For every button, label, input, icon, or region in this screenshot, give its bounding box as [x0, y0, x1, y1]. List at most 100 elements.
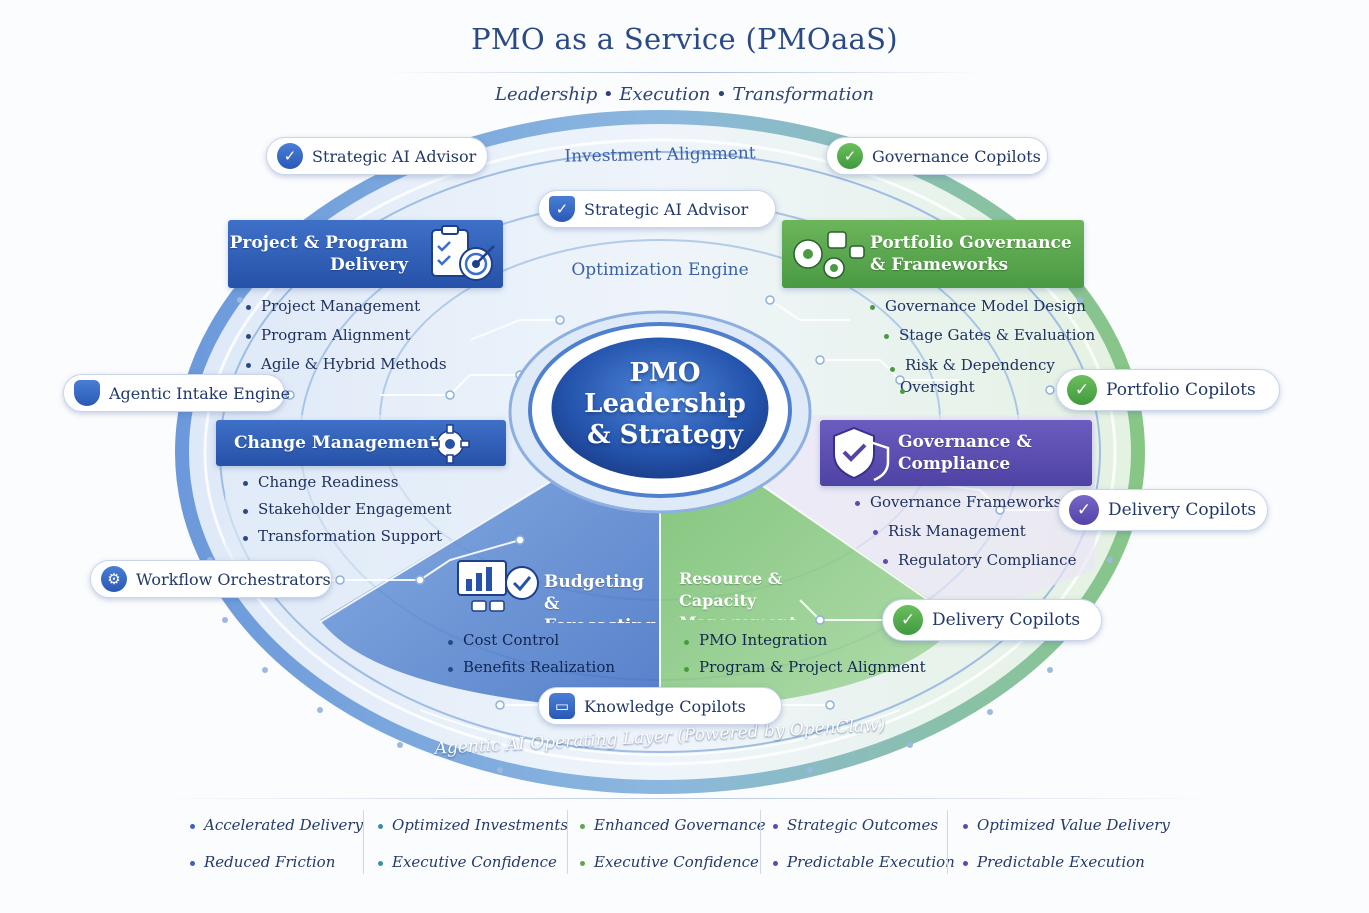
panel-title-line-2: Capacity Management	[679, 591, 797, 620]
outcome-column: Optimized Value Delivery Predictable Exe…	[963, 810, 1193, 882]
pill-label: Strategic AI Advisor	[312, 146, 477, 166]
panel-title-line-2: Delivery	[329, 255, 408, 275]
list-item: Stage Gates & Evaluation	[884, 321, 1095, 350]
list-change: Change Readiness Stakeholder Engagement …	[243, 468, 452, 549]
panel-title-line-2: Compliance	[898, 454, 1011, 474]
list-item: Change Readiness	[243, 468, 452, 496]
list-item: Risk Management	[873, 517, 1076, 546]
pill-label: Knowledge Copilots	[584, 696, 746, 716]
ring-label-investment-alignment: Investment Alignment	[564, 143, 756, 167]
center-pmo-leadership: PMO Leadership & Strategy	[555, 358, 775, 451]
panel-budgeting-forecasting: Budgeting & Forecasting	[448, 555, 658, 623]
list-resource: PMO Integration Program & Project Alignm…	[684, 627, 926, 681]
list-item: Governance Model Design	[870, 292, 1095, 321]
clipboard-target-icon	[431, 225, 495, 281]
panel-governance-compliance: Governance & Compliance	[820, 420, 1092, 486]
check-icon: ✓	[1067, 375, 1097, 405]
outcome-separator	[567, 810, 568, 874]
pill-delivery-copilots-1[interactable]: ✓ Delivery Copilots	[1058, 489, 1268, 531]
panel-project-program-delivery: Project & Program Delivery	[228, 220, 503, 288]
pill-label: Portfolio Copilots	[1106, 380, 1256, 400]
panel-title: Change Management	[234, 433, 437, 453]
outcome-column: Enhanced Governance Executive Confidence	[580, 810, 766, 882]
list-item: Oversight	[900, 376, 1095, 398]
pill-knowledge-copilots[interactable]: ▭ Knowledge Copilots	[538, 687, 782, 725]
check-icon: ✓	[1069, 495, 1099, 525]
list-item: Program & Project Alignment	[684, 654, 926, 681]
outcome-item: Executive Confidence	[580, 853, 759, 871]
shield-check-icon	[833, 426, 890, 482]
panel-title: Project & Program Delivery	[228, 232, 408, 276]
panel-title-line-2: & Frameworks	[870, 255, 1009, 275]
list-governance: Governance Frameworks Risk Management Re…	[855, 488, 1076, 575]
center-line-1: PMO	[629, 358, 701, 388]
pill-delivery-copilots-2[interactable]: ✓ Delivery Copilots	[882, 599, 1102, 641]
panel-change-management: Change Management	[216, 420, 506, 466]
outcome-separator	[947, 810, 948, 874]
pill-label: Governance Copilots	[872, 146, 1041, 166]
pill-governance-copilots[interactable]: ✓ Governance Copilots	[826, 137, 1048, 175]
list-item: PMO Integration	[684, 627, 926, 654]
workflow-icon: ⚙	[101, 566, 127, 592]
list-item: Program Alignment	[246, 321, 447, 350]
list-portfolio: Governance Model Design Stage Gates & Ev…	[870, 292, 1095, 398]
center-line-2: Leadership	[584, 389, 746, 419]
list-item: Cost Control	[448, 627, 615, 654]
bar-chart-check-icon	[457, 560, 539, 612]
outcome-column: Optimized Investments Executive Confiden…	[378, 810, 568, 882]
outcomes-footer: Accelerated Delivery Reduced Friction Op…	[175, 810, 1205, 882]
outcome-item: Strategic Outcomes	[773, 816, 938, 834]
outcome-column: Accelerated Delivery Reduced Friction	[190, 810, 365, 882]
panel-title: Governance & Compliance	[898, 431, 1032, 475]
pill-portfolio-copilots[interactable]: ✓ Portfolio Copilots	[1056, 369, 1280, 411]
panel-title-line-1: Resource &	[679, 569, 783, 588]
list-item: Transformation Support	[243, 523, 452, 549]
pill-label: Delivery Copilots	[1108, 500, 1257, 520]
ring-label-optimization-engine: Optimization Engine	[571, 260, 749, 280]
outcome-item: Predictable Execution	[773, 853, 955, 871]
panel-resource-capacity: Resource & Capacity Management	[665, 560, 865, 620]
panel-title: Portfolio Governance & Frameworks	[870, 232, 1080, 276]
page-title: PMO as a Service (PMOaaS)	[471, 22, 898, 56]
panel-title-line-1: Governance &	[898, 432, 1032, 452]
pill-label: Agentic Intake Engine	[109, 383, 291, 403]
inbox-icon	[74, 380, 100, 406]
list-item: Project Management	[246, 292, 447, 321]
pill-label: Workflow Orchestrators	[136, 569, 331, 589]
gear-icon	[430, 424, 470, 464]
list-project-program: Project Management Program Alignment Agi…	[246, 292, 447, 379]
pill-workflow-orchestrators[interactable]: ⚙ Workflow Orchestrators	[90, 560, 332, 598]
panel-title: Budgeting & Forecasting	[544, 571, 658, 623]
pill-strategic-ai-advisor-top[interactable]: ✓ Strategic AI Advisor	[266, 137, 488, 175]
pill-agentic-intake-engine[interactable]: Agentic Intake Engine	[63, 374, 290, 412]
outcome-item: Enhanced Governance	[580, 816, 766, 834]
pill-label: Strategic AI Advisor	[584, 199, 749, 219]
page-subtitle: Leadership • Execution • Transformation	[495, 84, 874, 105]
gears-icon	[793, 231, 865, 279]
list-item: Regulatory Compliance	[883, 546, 1076, 575]
list-budget: Cost Control Benefits Realization	[448, 627, 615, 681]
list-item: Risk & Dependency	[890, 354, 1095, 376]
panel-title-line-1: Project & Program	[229, 233, 408, 253]
check-icon: ✓	[277, 143, 303, 169]
title-divider	[385, 72, 985, 73]
outcome-item: Executive Confidence	[378, 853, 557, 871]
check-icon: ✓	[837, 143, 863, 169]
panel-title: Resource & Capacity Management	[679, 568, 865, 620]
book-icon: ▭	[549, 693, 575, 719]
panel-title-line-1: Portfolio Governance	[870, 233, 1072, 253]
outcome-column: Strategic Outcomes Predictable Execution	[773, 810, 955, 882]
outcome-item: Optimized Value Delivery	[963, 816, 1170, 834]
panel-portfolio-governance: Portfolio Governance & Frameworks	[782, 220, 1084, 288]
list-item: Stakeholder Engagement	[243, 496, 452, 523]
outcome-item: Predictable Execution	[963, 853, 1145, 871]
footer-divider	[145, 798, 1225, 799]
pill-label: Delivery Copilots	[932, 610, 1081, 630]
outcome-item: Reduced Friction	[190, 853, 335, 871]
outcome-item: Optimized Investments	[378, 816, 568, 834]
panel-title-line-2: Forecasting	[544, 615, 658, 623]
list-item: Benefits Realization	[448, 654, 615, 681]
pill-strategic-ai-advisor-mid[interactable]: ✓ Strategic AI Advisor	[538, 190, 776, 228]
panel-title-line-1: Budgeting &	[544, 572, 644, 614]
